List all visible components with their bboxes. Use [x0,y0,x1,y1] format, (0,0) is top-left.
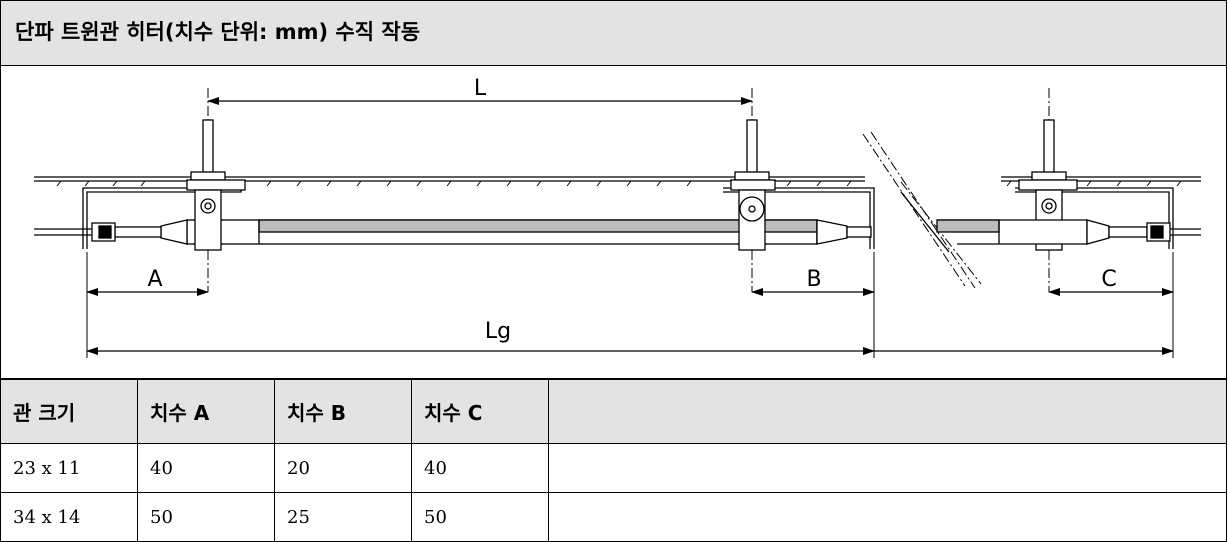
surface-hatching [56,180,1182,187]
table-row: 23 x 11 40 20 40 [0,443,1227,493]
label-C: C [1101,267,1116,292]
cell-dimension-c: 40 [411,443,549,493]
left-end-cap [34,219,188,245]
dimension-L: L [207,76,753,105]
break-lines [862,131,982,289]
label-B: B [806,267,821,292]
tube-clips [194,189,1063,251]
clamp-nuts [186,171,1078,191]
page-title: 단파 트윈관 히터(치수 단위: mm) 수직 작동 [15,20,421,44]
dimension-table: 관 크기 치수 A 치수 B 치수 C 23 x 11 40 20 40 34 … [0,379,1227,542]
cell-tube-size: 23 x 11 [0,443,138,493]
cell-dimension-a: 50 [137,492,275,542]
header-dimension-c: 치수 C [411,379,549,444]
cell-empty [548,492,1227,542]
cell-dimension-a: 40 [137,443,275,493]
table-row: 34 x 14 50 25 50 [0,492,1227,542]
centre-lines [207,88,1050,292]
cell-tube-size: 34 x 14 [0,492,138,542]
dimension-Lg: Lg [86,319,1174,355]
heater-tube-main [186,219,818,245]
extension-lines [86,252,1174,358]
table-header-row: 관 크기 치수 A 치수 B 치수 C [0,379,1227,444]
right-end-cap [1086,219,1201,245]
dimension-B: B [751,267,875,296]
label-A: A [147,267,162,292]
label-L: L [474,76,487,101]
dimension-diagram-svg: L A B C Lg [34,76,1201,358]
break-tube-edge [900,191,950,253]
header-tube-size: 관 크기 [0,379,138,444]
threaded-rods [202,119,1055,177]
cell-dimension-c: 50 [411,492,549,542]
label-Lg: Lg [485,319,511,344]
cell-empty [548,443,1227,493]
mid-end-cap [816,219,872,245]
cell-dimension-b: 20 [274,443,412,493]
heater-tube-secondary [936,219,1088,245]
title-bar: 단파 트윈관 히터(치수 단위: mm) 수직 작동 [1,1,1226,66]
header-dimension-a: 치수 A [137,379,275,444]
heater-dimension-drawing: L A B C Lg [1,66,1226,379]
header-empty [548,379,1227,444]
cell-dimension-b: 25 [274,492,412,542]
header-dimension-b: 치수 B [274,379,412,444]
dimension-C: C [1048,267,1174,296]
dimension-A: A [86,267,209,296]
